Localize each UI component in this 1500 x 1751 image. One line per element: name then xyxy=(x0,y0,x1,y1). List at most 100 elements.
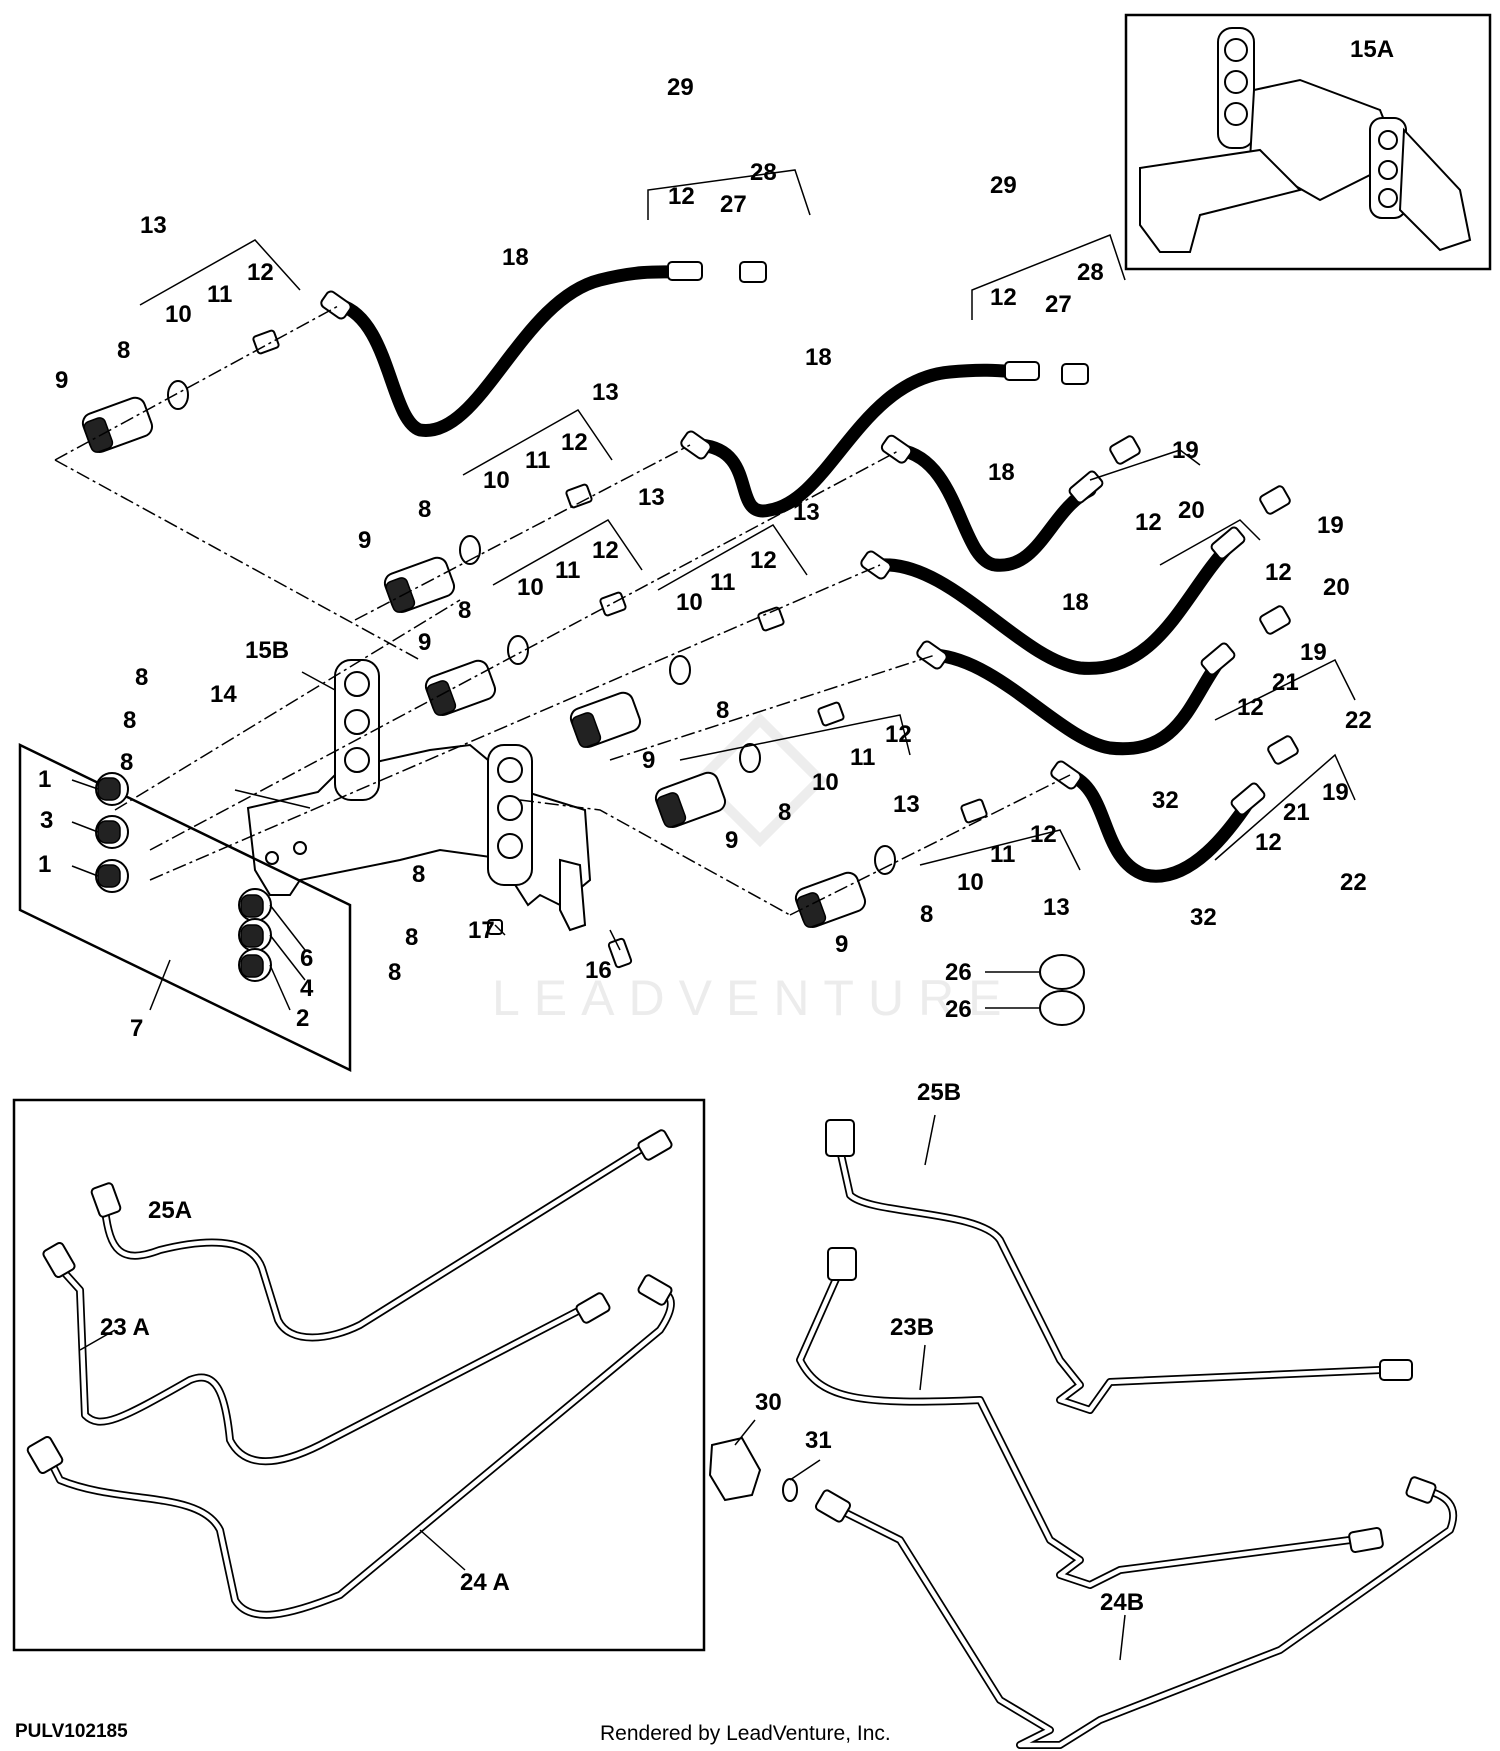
callout-13-b: 13 xyxy=(592,379,619,406)
callout-8-b: 8 xyxy=(123,707,136,734)
callout-13-e: 13 xyxy=(893,791,920,818)
callout-26-b: 26 xyxy=(945,996,972,1023)
callout-28-b: 28 xyxy=(1077,259,1104,286)
callout-12-c: 12 xyxy=(990,284,1017,311)
callout-10-b: 10 xyxy=(483,467,510,494)
callout-11-b: 11 xyxy=(525,447,550,474)
callout-12-e: 12 xyxy=(592,537,619,564)
callout-18-d: 18 xyxy=(1062,589,1089,616)
callout-12-d: 12 xyxy=(561,429,588,456)
callout-29-b: 29 xyxy=(990,172,1017,199)
callout-18-a: 18 xyxy=(502,244,529,271)
watermark-text: LEADVENTURE xyxy=(492,970,1016,1026)
callout-11-d: 11 xyxy=(710,569,735,596)
inset-frame-a-tubes xyxy=(12,1098,706,1652)
callout-11-c: 11 xyxy=(555,557,580,584)
callout-27-b: 27 xyxy=(1045,291,1072,318)
callout-10-e: 10 xyxy=(812,769,839,796)
callout-30: 30 xyxy=(755,1389,782,1416)
callout-9-d: 9 xyxy=(642,747,655,774)
callout-8-c: 8 xyxy=(120,749,133,776)
callout-8-d: 8 xyxy=(412,861,425,888)
tubes-a xyxy=(26,1129,675,1619)
callout-8-f: 8 xyxy=(388,959,401,986)
callout-26-a: 26 xyxy=(945,959,972,986)
callout-12-g: 12 xyxy=(885,721,912,748)
callout-21-a: 21 xyxy=(1272,669,1299,696)
callout-27-a: 27 xyxy=(720,191,747,218)
callout-13-c: 13 xyxy=(638,484,665,511)
callout-8-e: 8 xyxy=(405,924,418,951)
dust-caps xyxy=(95,772,272,982)
callout-19-c: 19 xyxy=(1300,639,1327,666)
callout-20-b: 20 xyxy=(1323,574,1350,601)
callout-28-a: 28 xyxy=(750,159,777,186)
callout-4: 4 xyxy=(300,975,314,1002)
callout-19-a: 19 xyxy=(1172,437,1199,464)
callout-15a: 15A xyxy=(1350,36,1394,63)
callout-19-b: 19 xyxy=(1317,512,1344,539)
callout-23a: 23 A xyxy=(100,1314,150,1341)
callouts: 1 3 1 2 4 6 7 8 8 8 8 8 8 8 8 8 8 8 8 9 … xyxy=(38,36,1394,1616)
callout-12-i: 12 xyxy=(1135,509,1162,536)
callout-12-l: 12 xyxy=(1255,829,1282,856)
callout-11-f: 11 xyxy=(990,841,1015,868)
callout-17: 17 xyxy=(468,917,495,944)
center-lines xyxy=(54,304,1071,916)
callout-32-a: 32 xyxy=(1152,787,1179,814)
callout-31: 31 xyxy=(805,1427,832,1454)
callout-24b: 24B xyxy=(1100,1589,1144,1616)
callout-24a: 24 A xyxy=(460,1569,510,1596)
callout-21-b: 21 xyxy=(1283,799,1310,826)
callout-18-c: 18 xyxy=(988,459,1015,486)
callout-9-f: 9 xyxy=(835,931,848,958)
cable-ties xyxy=(1039,954,1085,1026)
callout-29-a: 29 xyxy=(667,74,694,101)
callout-10-a: 10 xyxy=(165,301,192,328)
callout-8-j: 8 xyxy=(716,697,729,724)
callout-22-a: 22 xyxy=(1345,707,1372,734)
hoses xyxy=(333,265,1257,883)
callout-12-h: 12 xyxy=(1030,821,1057,848)
callout-2: 2 xyxy=(296,1005,309,1032)
callout-8-a: 8 xyxy=(135,664,148,691)
callout-9-c: 9 xyxy=(418,629,431,656)
callout-14: 14 xyxy=(210,681,237,708)
mounting-bracket-14 xyxy=(246,659,592,932)
callout-12-a: 12 xyxy=(247,259,274,286)
callout-10-c: 10 xyxy=(517,574,544,601)
callout-12-b: 12 xyxy=(668,183,695,210)
callout-20-a: 20 xyxy=(1178,497,1205,524)
bracket-15a-drawing xyxy=(1139,27,1472,253)
callout-10-d: 10 xyxy=(676,589,703,616)
callout-12-f: 12 xyxy=(750,547,777,574)
callout-1-low: 1 xyxy=(38,851,51,878)
callout-3: 3 xyxy=(40,807,53,834)
callout-11-e: 11 xyxy=(850,744,875,771)
callout-25b: 25B xyxy=(917,1079,961,1106)
figure-id: PULV102185 xyxy=(15,1721,128,1742)
callout-22-b: 22 xyxy=(1340,869,1367,896)
callout-8-l: 8 xyxy=(920,901,933,928)
callout-8-g: 8 xyxy=(117,337,130,364)
callout-7: 7 xyxy=(130,1015,143,1042)
callout-13-a: 13 xyxy=(140,212,167,239)
callout-9-a: 9 xyxy=(55,367,68,394)
watermark: LEADVENTURE xyxy=(492,712,1016,1026)
callout-8-k: 8 xyxy=(778,799,791,826)
callout-11-a: 11 xyxy=(207,281,232,308)
callout-12-j: 12 xyxy=(1265,559,1292,586)
callout-13-d: 13 xyxy=(793,499,820,526)
leader-lines xyxy=(71,671,1126,1661)
callout-12-k: 12 xyxy=(1237,694,1264,721)
callout-32-b: 32 xyxy=(1190,904,1217,931)
callout-8-h: 8 xyxy=(418,496,431,523)
callout-18-b: 18 xyxy=(805,344,832,371)
callout-9-e: 9 xyxy=(725,827,738,854)
callout-16: 16 xyxy=(585,957,612,984)
callout-19-d: 19 xyxy=(1322,779,1349,806)
tubes-b xyxy=(708,1119,1458,1749)
callout-25a: 25A xyxy=(148,1197,192,1224)
